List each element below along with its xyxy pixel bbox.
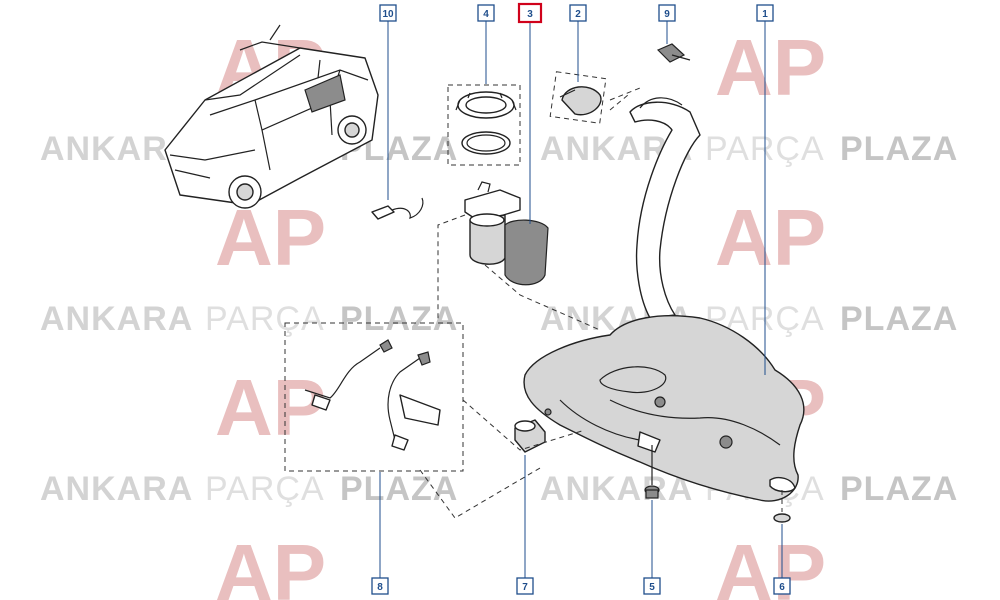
callout-box xyxy=(371,577,389,595)
callout-10[interactable]: 10 xyxy=(379,4,397,22)
callout-number: 2 xyxy=(575,9,581,20)
part-2-filler-cap xyxy=(549,20,607,124)
callout-box xyxy=(569,4,587,22)
watermark-logo-letters: AP xyxy=(215,363,326,452)
callout-8[interactable]: 8 xyxy=(371,577,389,595)
callout-box xyxy=(379,4,397,22)
vehicle-illustration xyxy=(164,24,379,209)
callout-9[interactable]: 9 xyxy=(658,4,676,22)
callout-5[interactable]: 5 xyxy=(643,577,661,595)
watermark-parca: PARÇA xyxy=(705,130,825,168)
watermark-logo: AP xyxy=(215,528,326,600)
callout-box xyxy=(516,577,534,595)
watermark-logo: AP xyxy=(715,23,826,112)
callout-7[interactable]: 7 xyxy=(516,577,534,595)
callout-number: 9 xyxy=(664,9,670,20)
watermark-logo-letters: AP xyxy=(715,528,826,600)
callout-box xyxy=(658,4,676,22)
callout-box xyxy=(643,577,661,595)
watermark-logo: AP xyxy=(715,528,826,600)
watermark-parca: PARÇA xyxy=(205,300,325,338)
callout-number: 7 xyxy=(522,582,528,593)
part-10-sensor-wire xyxy=(371,20,424,220)
callout-box-selected xyxy=(517,2,543,24)
watermark-logo: AP xyxy=(215,193,326,282)
callout-1[interactable]: 1 xyxy=(756,4,774,22)
callout-number: 3 xyxy=(527,9,533,20)
watermark-ankara: ANKARA xyxy=(40,300,193,338)
callout-box xyxy=(773,577,791,595)
part-3-fuel-pump xyxy=(464,20,549,286)
callout-number: 1 xyxy=(762,9,768,20)
callout-3[interactable]: 3 xyxy=(517,2,543,24)
watermark-row: ANKARA PARÇA PLAZA ANKARA PARÇA PLAZA xyxy=(40,470,958,508)
callout-number: 8 xyxy=(377,582,383,593)
watermark-parca: PARÇA xyxy=(205,470,325,508)
callout-2[interactable]: 2 xyxy=(569,4,587,22)
part-7-mount xyxy=(514,419,546,580)
part-8-sensor-cables xyxy=(284,322,464,580)
watermark-logo-letters: AP xyxy=(715,23,826,112)
callout-number: 5 xyxy=(649,582,655,593)
part-1-fuel-tank xyxy=(523,20,805,502)
watermark-row: ANKARA PARÇA PLAZA ANKARA PARÇA PLAZA xyxy=(40,300,958,338)
watermark-logo-letters: AP xyxy=(715,193,826,282)
watermark-layer: AP AP AP AP AP AP AP AP ANKARA PARÇA PLA… xyxy=(40,23,958,600)
callout-6[interactable]: 6 xyxy=(773,577,791,595)
assembly-lines xyxy=(419,87,641,519)
watermark-logo-letters: AP xyxy=(215,193,326,282)
watermark-plaza: PLAZA xyxy=(840,300,958,338)
watermark-logo: AP xyxy=(215,363,326,452)
callout-4[interactable]: 4 xyxy=(477,4,495,22)
callout-number: 10 xyxy=(382,9,394,20)
filler-neck xyxy=(609,94,701,319)
watermark-plaza: PLAZA xyxy=(840,470,958,508)
part-9-clip xyxy=(656,20,691,63)
part-4-ring-seal xyxy=(447,20,521,166)
watermark-ankara: ANKARA xyxy=(40,470,193,508)
watermark-plaza: PLAZA xyxy=(840,130,958,168)
watermark-logo-letters: AP xyxy=(215,528,326,600)
watermark-logo: AP xyxy=(715,193,826,282)
callout-box xyxy=(756,4,774,22)
watermark-plaza: PLAZA xyxy=(340,300,458,338)
watermark-plaza: PLAZA xyxy=(340,470,458,508)
callout-box xyxy=(477,4,495,22)
watermark-ankara: ANKARA xyxy=(540,470,693,508)
part-5-bolt xyxy=(644,445,660,580)
callout-number: 6 xyxy=(779,582,785,593)
part-6-nut xyxy=(773,490,791,580)
callout-number: 4 xyxy=(483,9,489,20)
